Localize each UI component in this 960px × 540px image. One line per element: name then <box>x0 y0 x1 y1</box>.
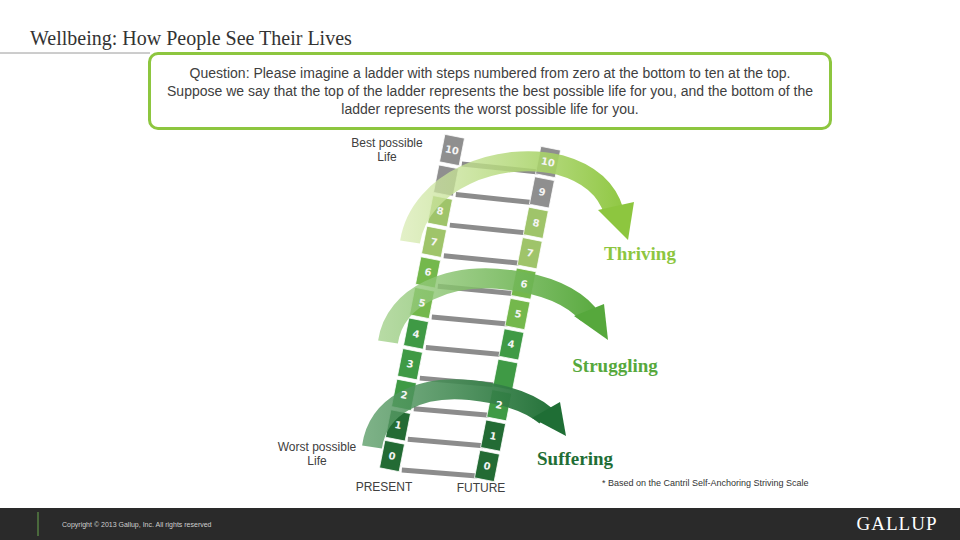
step-number: 1 <box>489 430 498 442</box>
struggling-arrowhead <box>574 304 608 340</box>
ladder-rail-segment <box>379 440 404 471</box>
ladder-rail-segment <box>529 177 554 208</box>
state-label: Struggling <box>572 355 658 377</box>
ladder-rail-segment <box>421 226 446 257</box>
ladder-rung <box>456 195 532 203</box>
step-number: 3 <box>406 358 415 370</box>
ladder-rail-segment <box>505 298 530 329</box>
suffering-arrowhead <box>532 402 566 436</box>
ladder-rung <box>432 317 508 324</box>
ladder-rail-segment <box>403 318 428 349</box>
ladder-rung <box>414 409 490 416</box>
ladder-rail-segment <box>481 420 506 451</box>
ladder-rung <box>408 439 483 445</box>
ladder-rail-segment <box>474 450 499 481</box>
ladder-rail-segment <box>517 238 542 269</box>
step-number: 0 <box>483 460 492 472</box>
ladder-rung <box>426 348 502 355</box>
footnote: * Based on the Cantril Self-Anchoring St… <box>602 478 809 488</box>
state-label: Thriving <box>604 243 676 265</box>
ladder-rung <box>450 225 526 233</box>
ladder-rail-segment <box>499 329 524 360</box>
step-number: 5 <box>418 297 427 309</box>
copyright: Copyright © 2013 Gallup, Inc. All rights… <box>62 521 212 528</box>
step-number: 6 <box>519 278 528 290</box>
anchor-label: Best possible Life <box>346 136 428 164</box>
step-number: 10 <box>444 143 460 156</box>
step-number: 7 <box>430 236 439 248</box>
step-number: 0 <box>388 450 397 462</box>
step-number: 9 <box>537 186 546 198</box>
step-number: 5 <box>513 308 522 320</box>
struggling-arrow <box>388 278 588 342</box>
step-number: 7 <box>525 247 534 259</box>
step-number: 6 <box>424 266 433 278</box>
time-label: FUTURE <box>457 481 506 495</box>
page-title: Wellbeing: How People See Their Lives <box>30 27 352 50</box>
thriving-arrow <box>410 161 614 242</box>
ladder-rung <box>402 470 477 476</box>
step-number: 10 <box>540 155 556 168</box>
thriving-arrowhead <box>598 202 634 240</box>
wellbeing-arrows <box>372 161 634 447</box>
step-number: 2 <box>495 399 504 411</box>
ladder-rail-segment <box>397 349 422 380</box>
step-number: 8 <box>436 205 445 217</box>
step-number: 8 <box>531 217 540 229</box>
question-text: Question: Please imagine a ladder with s… <box>163 64 817 118</box>
anchor-label: Worst possible Life <box>276 440 358 468</box>
footer-bar <box>0 508 960 540</box>
step-number: 4 <box>412 328 421 340</box>
ladder-rail-segment <box>523 207 548 238</box>
ladder-rail-segment <box>439 134 464 165</box>
time-label: PRESENT <box>356 480 413 494</box>
step-number: 1 <box>394 419 403 431</box>
question-box: Question: Please imagine a ladder with s… <box>148 52 832 130</box>
suffering-arrow <box>372 389 546 447</box>
step-number: 2 <box>400 389 409 401</box>
footer-divider <box>38 512 39 536</box>
title-rule <box>0 53 150 54</box>
ladder-rung <box>444 256 520 264</box>
state-label: Suffering <box>537 448 613 470</box>
step-number: 4 <box>507 338 516 350</box>
brand-logo: GALLUP <box>857 513 938 535</box>
